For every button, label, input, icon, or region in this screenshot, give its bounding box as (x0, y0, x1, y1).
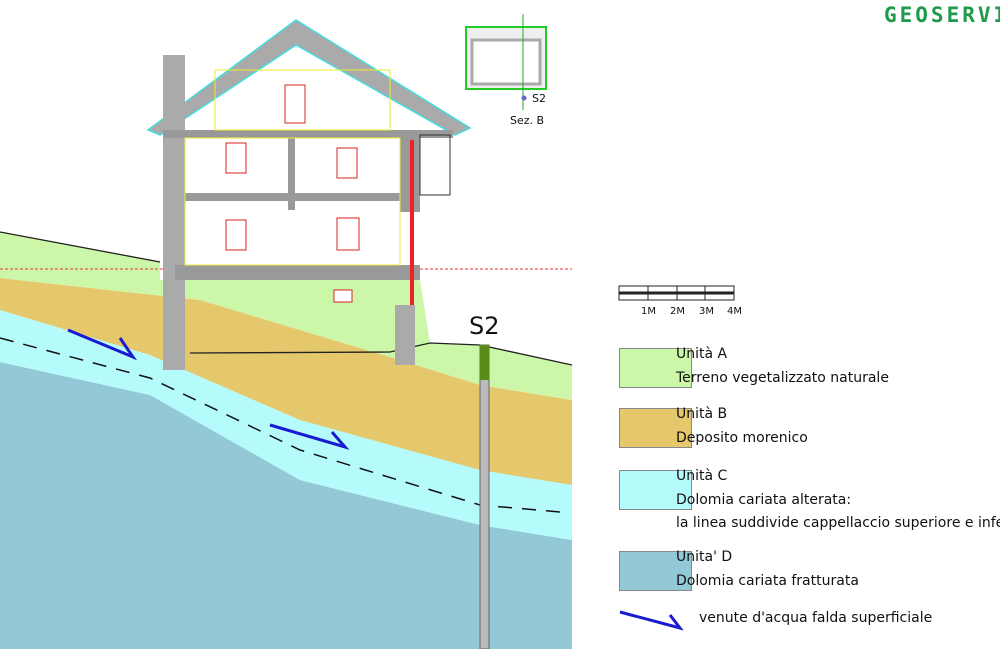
legend-swatch-a (619, 348, 692, 388)
plan-borehole-label: S2 (532, 92, 546, 105)
legend-swatch-d (619, 551, 692, 591)
cappellaccio-line (0, 337, 561, 513)
water-arrow-icon (67, 328, 138, 361)
legend-title: Unità B (676, 406, 728, 422)
legend-desc: Dolomia cariata fratturata (676, 573, 859, 589)
scale-tick: 4M (727, 306, 742, 317)
borehole-label: S2 (469, 312, 500, 340)
water-legend-icon (619, 610, 684, 631)
unit-b (0, 278, 572, 485)
scale-bar (618, 285, 735, 301)
building-section (146, 19, 472, 370)
scale-tick: 2M (670, 306, 685, 317)
site-plan (465, 14, 547, 110)
legend-swatch-b (619, 408, 692, 448)
brand-logo: GEOSERVIZI (884, 3, 1000, 27)
legend-swatch-c (619, 470, 692, 510)
legend-desc: la linea suddivide cappellaccio superior… (676, 515, 1000, 531)
unit-c (0, 310, 572, 540)
unit-a (0, 232, 572, 400)
legend-desc: Terreno vegetalizzato naturale (676, 370, 889, 386)
water-legend-label: venute d'acqua falda superficiale (699, 610, 933, 626)
legend-title: Unita' D (676, 549, 733, 565)
scale-tick: 1M (641, 306, 656, 317)
borehole-s2 (479, 344, 490, 649)
legend-title: Unità A (676, 346, 728, 362)
legend-desc: Dolomia cariata alterata: (676, 492, 852, 508)
legend-title: Unità C (676, 468, 728, 484)
unit-d (0, 362, 572, 649)
plan-section-label: Sez. B (510, 114, 545, 127)
scale-tick: 3M (699, 306, 714, 317)
legend-desc: Deposito morenico (676, 430, 808, 446)
water-arrow-icon (269, 423, 350, 450)
